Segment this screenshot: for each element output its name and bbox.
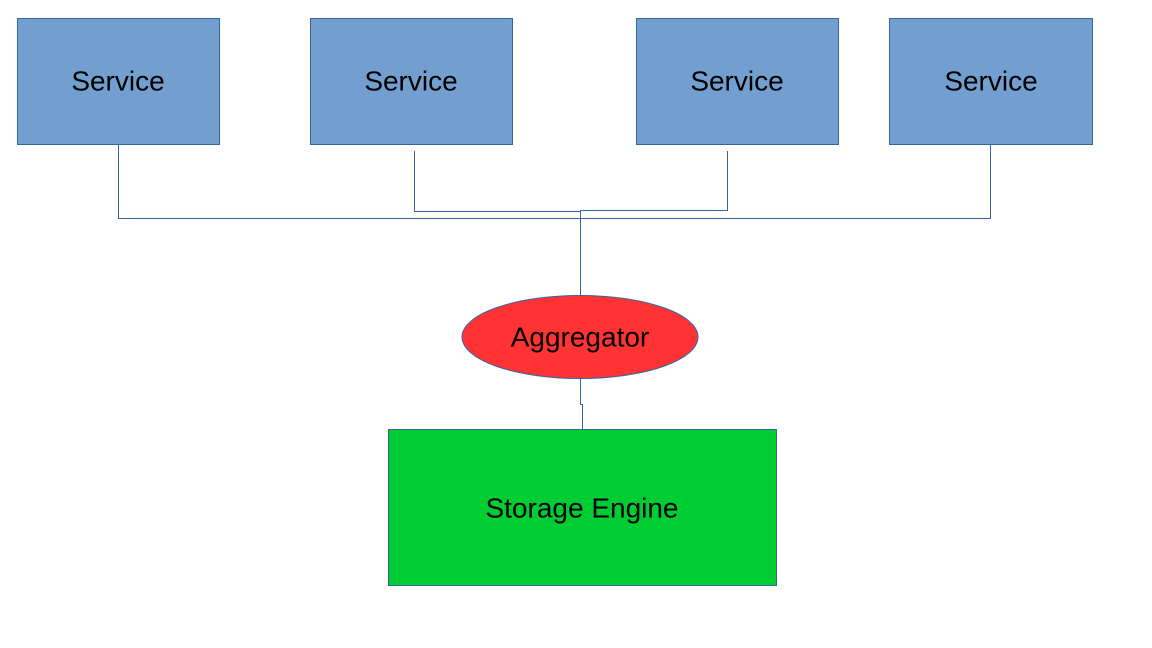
service-label: Service — [364, 66, 457, 97]
storage-engine-label: Storage Engine — [485, 493, 678, 524]
service-label: Service — [71, 66, 164, 97]
connector-aggregator-to-storage — [580, 379, 583, 430]
connector-service-2 — [414, 151, 581, 212]
service-label: Service — [944, 66, 1037, 97]
connectors — [118, 145, 991, 430]
service-node-1[interactable]: Service — [17, 18, 220, 145]
aggregator-label: Aggregator — [511, 322, 650, 353]
service-box — [17, 18, 220, 145]
connector-service-3 — [580, 151, 728, 211]
aggregator-ellipse — [461, 295, 699, 379]
service-box — [636, 18, 839, 145]
connector-service-1 — [118, 145, 581, 219]
service-node-2[interactable]: Service — [310, 18, 513, 145]
service-label: Service — [690, 66, 783, 97]
connector-service-4 — [580, 145, 991, 219]
storage-engine-node[interactable]: Storage Engine — [388, 429, 777, 586]
service-box — [310, 18, 513, 145]
service-node-3[interactable]: Service — [636, 18, 839, 145]
aggregator-node[interactable]: Aggregator — [461, 295, 699, 379]
service-node-4[interactable]: Service — [889, 18, 1093, 145]
storage-engine-box — [388, 429, 777, 586]
service-box — [889, 18, 1093, 145]
